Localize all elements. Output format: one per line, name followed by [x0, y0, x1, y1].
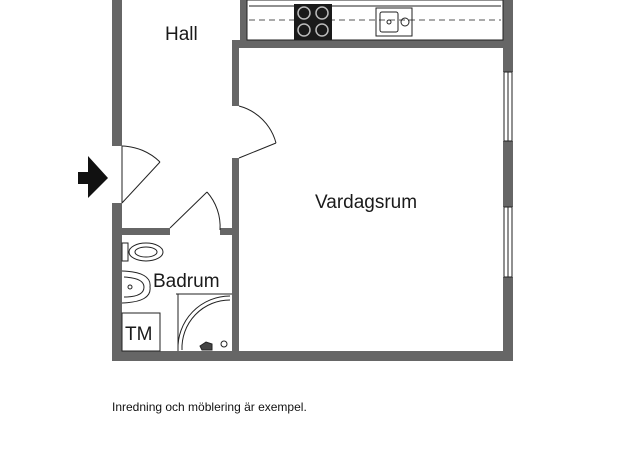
entrance-door [121, 145, 161, 204]
living-door [238, 105, 277, 159]
bath-fixtures [121, 242, 232, 352]
bath-door [169, 191, 221, 231]
arrow-right-icon [78, 156, 108, 198]
wall-kitchen-bottom [232, 40, 513, 48]
wall-right-2 [503, 141, 513, 207]
wall-bath-top-right [220, 228, 232, 235]
wall-bottom [112, 351, 513, 361]
stove-icon [294, 4, 332, 40]
walls [112, 0, 513, 361]
toilet-icon [121, 242, 164, 262]
wall-left-upper [112, 0, 122, 146]
room-label-bath: Badrum [153, 271, 220, 292]
sink-icon [375, 7, 413, 37]
wall-kitchen-left [240, 0, 247, 48]
footer-note: Inredning och möblering är exempel. [112, 400, 307, 414]
washbasin-icon [121, 270, 151, 304]
doors [121, 105, 277, 231]
room-label-tm: TM [125, 324, 152, 345]
wall-hall-upper [232, 40, 239, 106]
kitchen-counter [246, 0, 504, 41]
wall-right-1 [503, 0, 513, 72]
shower-icon [176, 293, 232, 351]
wall-left-lower [112, 203, 122, 361]
wall-hall-lower [232, 158, 239, 351]
windows [503, 71, 513, 278]
tm-box [121, 312, 161, 352]
wall-bath-top-left [122, 228, 170, 235]
room-label-living: Vardagsrum [315, 192, 417, 213]
wall-right-3 [503, 277, 513, 361]
room-label-hall: Hall [165, 24, 198, 45]
